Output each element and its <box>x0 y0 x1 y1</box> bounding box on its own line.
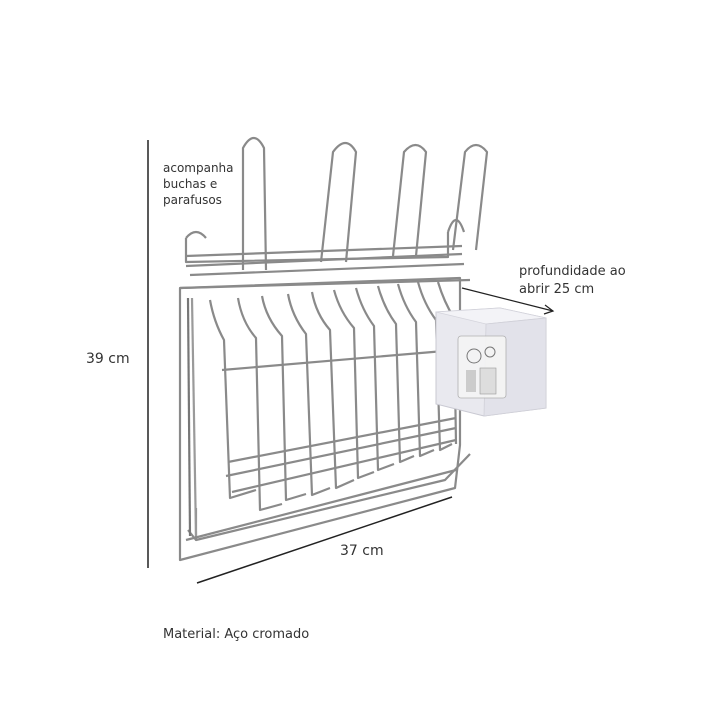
mounting-hardware-note: acompanha buchas e parafusos <box>163 160 234 208</box>
note-line-1: acompanha <box>163 161 234 175</box>
width-dimension-line <box>196 496 453 584</box>
height-label: 39 cm <box>86 351 130 367</box>
depth-label: profundidade ao abrir 25 cm <box>519 263 626 299</box>
sponge-icon <box>435 307 547 417</box>
note-line-3: parafusos <box>163 193 222 207</box>
note-line-2: buchas e <box>163 177 218 191</box>
material-label: Material: Aço cromado <box>163 627 310 642</box>
depth-line-1: profundidade ao <box>519 264 626 279</box>
depth-arrow-icon <box>461 287 555 315</box>
rack-frame <box>178 136 489 562</box>
width-label: 37 cm <box>340 543 384 559</box>
depth-line-2: abrir 25 cm <box>519 282 595 297</box>
